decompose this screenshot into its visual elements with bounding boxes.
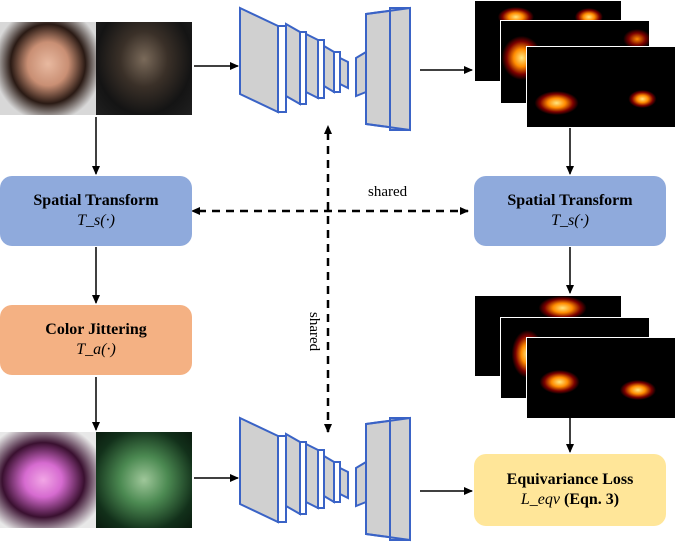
input-photo-man (96, 22, 192, 115)
shared-label-vertical: shared (306, 312, 322, 352)
color-jittering-title: Color Jittering (45, 321, 147, 338)
shared-arrows (191, 125, 469, 433)
spatial-transform-right-box: Spatial Transform T_s(·) (474, 176, 666, 246)
equivariance-loss-formula: L_eqv (520, 491, 560, 508)
spatial-transform-left-formula: T_s(·) (77, 212, 115, 229)
network-top-layer-5 (339, 56, 349, 90)
input-photo-woman (0, 22, 96, 115)
network-top-layer-1 (239, 6, 279, 114)
equivariance-loss-ref: (Eqn. 3) (563, 491, 620, 508)
network-top-layer-4 (323, 44, 335, 94)
network-bottom-layer-3 (305, 442, 319, 510)
network-top-layer-2 (285, 22, 301, 106)
shared-label-horizontal: shared (368, 184, 408, 200)
network-bottom-layer-5 (339, 466, 349, 500)
spatial-transform-left-title: Spatial Transform (33, 192, 159, 209)
spatial-transform-left-box: Spatial Transform T_s(·) (0, 176, 192, 246)
color-jittering-box: Color Jittering T_a(·) (0, 305, 192, 375)
network-bottom-layer-2 (285, 432, 301, 516)
network-bottom (239, 416, 411, 542)
equivariance-loss-box: Equivariance Loss L_eqv (Eqn. 3) (474, 454, 666, 526)
heatmap-top-3 (526, 46, 676, 128)
spatial-transform-right-formula: T_s(·) (551, 212, 589, 229)
equivariance-loss-title: Equivariance Loss (506, 471, 634, 488)
network-top (239, 6, 411, 132)
network-top-layer-3 (305, 32, 319, 100)
network-top-layer-6 (355, 50, 367, 98)
network-bottom-layer-6 (355, 460, 367, 508)
network-bottom-layer-4 (323, 454, 335, 504)
jittered-photo-woman (0, 432, 96, 528)
jittered-photo-man (96, 432, 192, 528)
flow-arrows (92, 62, 574, 495)
color-jittering-formula: T_a(·) (76, 341, 116, 358)
heatmap-mid-3 (526, 337, 676, 419)
network-bottom-layer-1 (239, 416, 279, 524)
spatial-transform-right-title: Spatial Transform (507, 192, 633, 209)
